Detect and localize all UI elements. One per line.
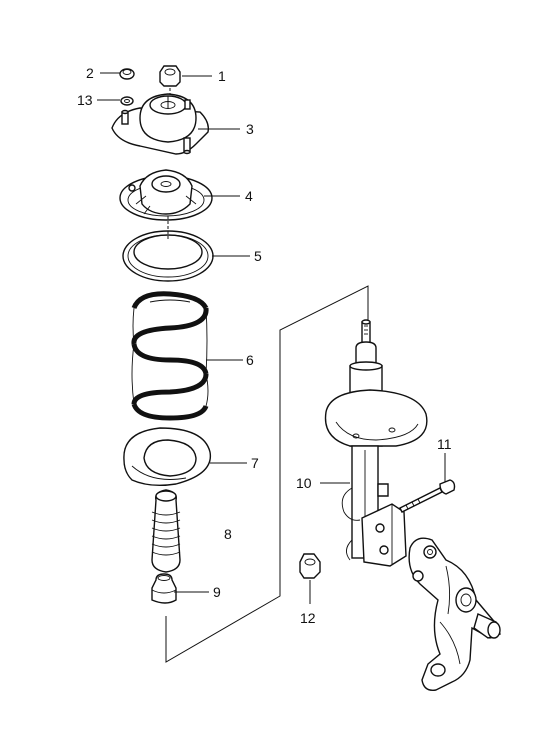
- callout-1: 1: [218, 68, 226, 84]
- part-6-coil-spring: [131, 291, 209, 421]
- part-11-bolt: [399, 479, 456, 513]
- part-13-washer: [120, 96, 134, 106]
- callout-5: 5: [254, 248, 262, 264]
- assembly-bracket-line: [165, 285, 369, 663]
- part-4-bearing-seat: [119, 169, 213, 221]
- part-1-top-nut: [159, 65, 181, 87]
- callout-13: 13: [77, 92, 93, 108]
- part-2-nut: [119, 68, 135, 80]
- part-12-nut: [299, 553, 321, 579]
- callout-6: 6: [246, 352, 254, 368]
- leader-lines: [97, 72, 446, 604]
- part-5-upper-insulator: [122, 216, 214, 282]
- callout-9: 9: [213, 584, 221, 600]
- steering-knuckle: [408, 537, 501, 691]
- part-9-bump-stopper: [151, 573, 177, 604]
- part-8-dust-boot: [151, 489, 181, 573]
- callout-3: 3: [246, 121, 254, 137]
- callout-7: 7: [251, 455, 259, 471]
- part-7-lower-insulator: [123, 427, 212, 487]
- part-10-shock-absorber: [324, 319, 428, 567]
- callout-8: 8: [224, 526, 232, 542]
- callout-12: 12: [300, 610, 316, 626]
- callout-2: 2: [86, 65, 94, 81]
- part-3-strut-mount: [111, 93, 210, 155]
- callout-10: 10: [296, 475, 312, 491]
- callout-11: 11: [437, 436, 452, 452]
- callout-4: 4: [245, 188, 253, 204]
